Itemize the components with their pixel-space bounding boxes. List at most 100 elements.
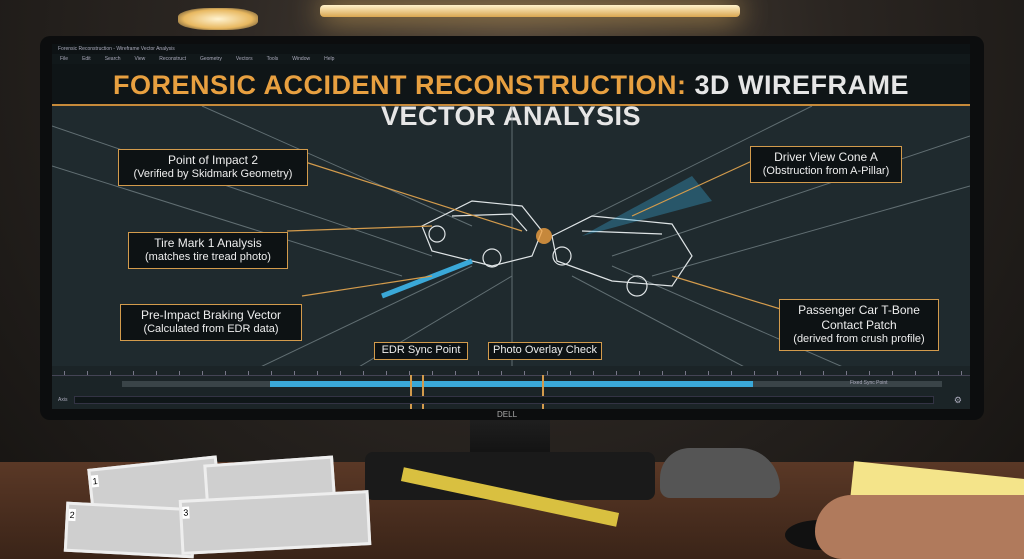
menu-tools[interactable]: Tools xyxy=(266,56,279,62)
wireframe-viewport[interactable] xyxy=(52,106,970,371)
ruler-tick xyxy=(639,371,640,375)
screen: Forensic Reconstruction - Wireframe Vect… xyxy=(52,44,970,409)
callout-subtitle: (Calculated from EDR data) xyxy=(143,323,279,335)
edr-sync-marker[interactable] xyxy=(410,375,412,409)
ruler-tick xyxy=(501,371,502,375)
callout-subtitle: (matches tire tread photo) xyxy=(145,251,271,263)
ruler-tick xyxy=(248,371,249,375)
timeline-ruler[interactable] xyxy=(52,366,970,376)
menu-file[interactable]: File xyxy=(60,56,69,62)
marker-label-photo-overlay[interactable]: Photo Overlay Check xyxy=(488,342,602,360)
ruler-tick xyxy=(271,371,272,375)
ruler-tick xyxy=(202,371,203,375)
braking-vector-arrow xyxy=(381,258,473,299)
callout-subtitle: (Verified by Skidmark Geometry) xyxy=(133,168,293,180)
callout-point-of-impact[interactable]: Point of Impact 2 (Verified by Skidmark … xyxy=(118,149,308,186)
menu-view[interactable]: View xyxy=(134,56,146,62)
callout-note: (derived from crush profile) xyxy=(793,333,925,345)
ruler-tick xyxy=(800,371,801,375)
menu-edit[interactable]: Edit xyxy=(82,56,91,62)
ruler-tick xyxy=(892,371,893,375)
ruler-tick xyxy=(340,371,341,375)
ruler-tick xyxy=(64,371,65,375)
callout-title: Passenger Car T-Bone xyxy=(798,303,920,317)
ruler-tick xyxy=(409,371,410,375)
axis-label: Axis xyxy=(58,397,68,403)
car-b-wireframe xyxy=(551,215,693,297)
menu-geometry[interactable]: Geometry xyxy=(199,56,222,62)
callout-subtitle: Contact Patch xyxy=(821,318,897,332)
ruler-tick xyxy=(616,371,617,375)
ruler-tick xyxy=(685,371,686,375)
ruler-tick xyxy=(777,371,778,375)
settings-gear-icon[interactable]: ⚙ xyxy=(953,395,962,405)
menu-help[interactable]: Help xyxy=(324,56,335,62)
evidence-photo-3: 2 xyxy=(63,501,197,559)
ruler-tick xyxy=(662,371,663,375)
driver-view-cone xyxy=(582,176,712,236)
ruler-tick xyxy=(547,371,548,375)
car-a-wireframe xyxy=(421,200,543,268)
ruler-tick xyxy=(938,371,939,375)
ruler-tick xyxy=(317,371,318,375)
lamp xyxy=(178,8,258,30)
ruler-tick xyxy=(110,371,111,375)
menu-window[interactable]: Window xyxy=(292,56,311,62)
ruler-tick xyxy=(156,371,157,375)
ruler-tick xyxy=(225,371,226,375)
ruler-tick xyxy=(708,371,709,375)
callout-title: Pre-Impact Braking Vector xyxy=(140,308,282,322)
ruler-tick xyxy=(432,371,433,375)
timeline-panel: Axis Fixed Sync Point ⚙ xyxy=(52,366,970,409)
timeline-track[interactable] xyxy=(122,375,942,409)
ruler-tick xyxy=(570,371,571,375)
title-accent: Forensic Accident Reconstruction: xyxy=(113,70,687,100)
ruler-tick xyxy=(961,371,962,375)
sync-label: Fixed Sync Point xyxy=(850,380,888,386)
ruler-tick xyxy=(846,371,847,375)
ruler-tick xyxy=(524,371,525,375)
ruler-tick xyxy=(179,371,180,375)
car-model xyxy=(660,448,780,498)
ruler-tick xyxy=(455,371,456,375)
evidence-photo-4: 3 xyxy=(178,490,372,555)
ruler-tick xyxy=(294,371,295,375)
callout-driver-view-cone[interactable]: Driver View Cone A (Obstruction from A-P… xyxy=(750,146,902,183)
ruler-tick xyxy=(386,371,387,375)
callout-braking-vector[interactable]: Pre-Impact Braking Vector (Calculated fr… xyxy=(120,304,302,341)
ruler-tick xyxy=(87,371,88,375)
ruler-tick xyxy=(915,371,916,375)
menu-bar: File Edit Search View Reconstruct Geomet… xyxy=(52,54,970,64)
ruler-tick xyxy=(363,371,364,375)
ruler-tick xyxy=(754,371,755,375)
ruler-tick xyxy=(869,371,870,375)
impact-spark xyxy=(536,228,552,244)
callout-subtitle: (Obstruction from A-Pillar) xyxy=(762,165,890,177)
callout-t-bone-contact[interactable]: Passenger Car T-Bone Contact Patch (deri… xyxy=(779,299,939,351)
window-title: Forensic Reconstruction - Wireframe Vect… xyxy=(52,44,970,54)
photo-number: 3 xyxy=(182,506,190,519)
menu-search[interactable]: Search xyxy=(104,56,121,62)
callout-title: Point of Impact 2 xyxy=(167,153,259,167)
callout-tire-mark[interactable]: Tire Mark 1 Analysis (matches tire tread… xyxy=(128,232,288,269)
hand xyxy=(815,495,1024,559)
menu-vectors[interactable]: Vectors xyxy=(235,56,253,62)
timeline-progress xyxy=(269,381,754,387)
ruler-tick xyxy=(478,371,479,375)
ruler-tick xyxy=(593,371,594,375)
page-title: Forensic Accident Reconstruction: 3D Wir… xyxy=(52,64,970,131)
menu-reconstruct[interactable]: Reconstruct xyxy=(159,56,186,62)
photo-overlay-marker-a[interactable] xyxy=(422,375,424,409)
monitor-light-bar xyxy=(320,5,740,17)
ruler-tick xyxy=(731,371,732,375)
ruler-tick xyxy=(823,371,824,375)
marker-label-edr-sync[interactable]: EDR Sync Point xyxy=(374,342,468,360)
brand-logo: DELL xyxy=(497,410,518,419)
callout-title: Tire Mark 1 Analysis xyxy=(154,236,262,250)
photo-number: 2 xyxy=(68,508,77,522)
photo-overlay-marker[interactable] xyxy=(542,375,544,409)
ruler-tick xyxy=(133,371,134,375)
axis-field[interactable] xyxy=(74,396,934,404)
title-rest: 3D Wireframe Vector Analysis xyxy=(380,70,909,131)
callout-title: Driver View Cone A xyxy=(774,150,878,164)
